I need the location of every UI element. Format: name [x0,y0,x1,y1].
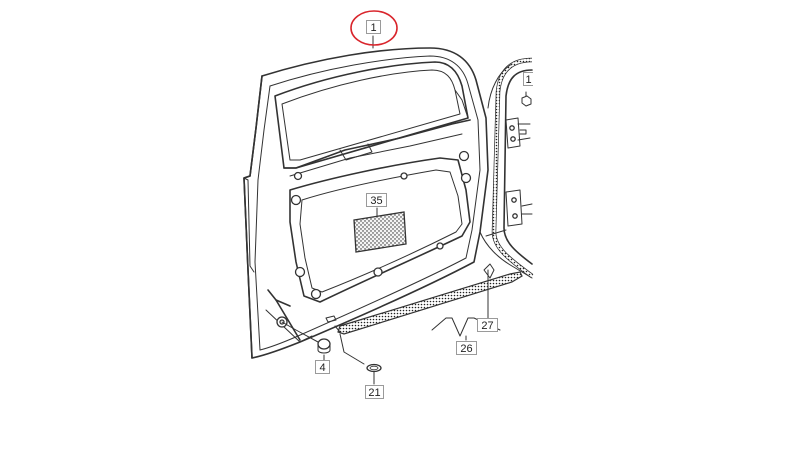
part-label-4: 4 [315,360,330,374]
body-opening-seal [479,57,534,279]
retaining-clip [483,263,495,319]
door-shell [243,47,489,359]
part-label-21: 21 [365,385,384,399]
part-label-26: 26 [456,341,477,355]
part-label-1: 1 [366,20,381,34]
callout-bracket-26 [431,317,501,341]
plug [317,338,331,361]
upper-hinge [505,117,531,149]
highlight-circle [350,10,398,46]
leader-4 [281,321,319,343]
part-label-1-right: 1 [523,72,533,86]
part-label-27: 27 [477,318,498,332]
door-seal-strip [325,271,523,335]
grommet [339,333,382,385]
insulation-pad [353,207,407,253]
hinge-nut [521,91,532,107]
lower-hinge [505,189,533,227]
part-label-35: 35 [366,193,387,207]
